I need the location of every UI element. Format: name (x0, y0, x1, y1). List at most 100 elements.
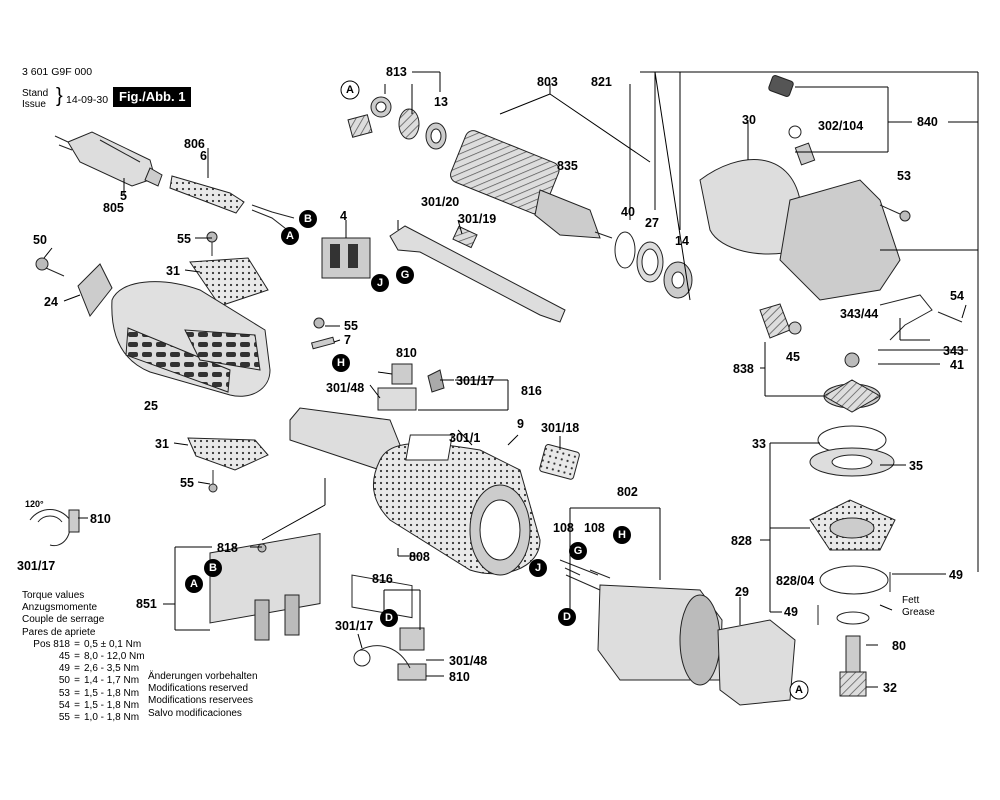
torque-row: 54=1,5 - 1,8 Nm (58, 699, 140, 711)
grease-note: Fett Grease (902, 595, 935, 618)
callout-d-bottom: D (380, 609, 398, 627)
guard-29 (717, 619, 796, 706)
torque-title-es: Pares de apriete (22, 626, 96, 638)
label-301-1: 301/1 (449, 431, 480, 445)
label-55-mid: 55 (344, 319, 358, 333)
switch-module (321, 237, 371, 279)
label-821: 821 (591, 75, 612, 89)
torque-row: Pos 818=0,5 ± 0,1 Nm (33, 638, 142, 650)
figure-label: Fig./Abb. 1 (113, 87, 192, 107)
label-80: 80 (892, 639, 906, 653)
armature-bearings (347, 96, 447, 150)
label-108-right: 108 (584, 521, 605, 535)
label-30: 30 (742, 113, 756, 127)
note-de: Änderungen vorbehalten (148, 671, 258, 682)
torque-title-fr: Couple de serrage (22, 614, 105, 626)
button-301-18 (539, 443, 580, 480)
label-851: 851 (136, 597, 157, 611)
torque-values-table: Torque values Anzugsmomente Couple de se… (22, 590, 145, 724)
label-40: 40 (621, 205, 635, 219)
svg-text:G: G (574, 545, 583, 557)
label-plate-9 (405, 434, 453, 461)
label-49-right: 49 (949, 568, 963, 582)
screw-53 (879, 204, 911, 222)
label-25: 25 (144, 399, 158, 413)
label-808: 808 (409, 550, 430, 564)
torque-row: 45=8,0 - 12,0 Nm (58, 651, 145, 663)
label-13: 13 (434, 95, 448, 109)
label-806: 806 (184, 137, 205, 151)
callout-b-module: B (204, 559, 222, 577)
flange-35 (809, 447, 895, 477)
retaining-rings-and-bearing (614, 231, 693, 299)
torque-title-de: Anzugsmomente (22, 602, 98, 614)
label-7: 7 (344, 333, 351, 347)
label-818: 818 (217, 541, 238, 555)
label-9: 9 (517, 417, 524, 431)
label-838: 838 (733, 362, 754, 376)
screw-55-top (206, 231, 218, 256)
label-45: 45 (786, 350, 800, 364)
label-810-left: 810 (90, 512, 111, 526)
side-handle-bracket (77, 263, 113, 317)
label-803: 803 (537, 75, 558, 89)
spindle-lock-top (768, 75, 816, 166)
label-29: 29 (735, 585, 749, 599)
label-301-19: 301/19 (458, 212, 496, 226)
label-301-17-left: 301/17 (17, 559, 55, 573)
stand-issue-label: Stand Issue (22, 88, 48, 110)
label-302-104: 302/104 (818, 119, 863, 133)
svg-text:H: H (337, 357, 345, 369)
callout-a-guard: A (789, 680, 809, 700)
label-54: 54 (950, 289, 964, 303)
brush-holder-bar (389, 225, 566, 323)
callout-g-right: G (569, 542, 587, 560)
note-fr: Modifications reservees (148, 695, 254, 707)
callout-h-mid: H (332, 354, 350, 372)
label-840: 840 (917, 115, 938, 129)
label-4: 4 (340, 209, 347, 223)
torque-row: 50=1,4 - 1,7 Nm (58, 675, 140, 687)
svg-text:A: A (190, 578, 198, 590)
label-802: 802 (617, 485, 638, 499)
label-108-left: 108 (553, 521, 574, 535)
label-301-48-top: 301/48 (326, 381, 364, 395)
washer-80 (836, 611, 870, 625)
label-805: 805 (103, 201, 124, 215)
label-810-bottom: 810 (449, 670, 470, 684)
label-343: 343 (943, 344, 964, 358)
svg-text:J: J (535, 562, 541, 574)
housing-cover (111, 281, 271, 397)
screw-49 (817, 572, 891, 625)
issue-label: Issue (22, 99, 46, 110)
label-816-top: 816 (521, 384, 542, 398)
label-angle: 120° (25, 499, 44, 509)
switch-cover-top (189, 257, 269, 307)
modification-notes: Änderungen vorbehalten Modifications res… (148, 671, 258, 720)
grease-label-en: Grease (902, 606, 935, 618)
bevel-gear (822, 352, 882, 413)
switch-cover-bottom (187, 437, 269, 471)
label-27: 27 (645, 216, 659, 230)
label-828-04: 828/04 (776, 574, 814, 588)
label-32: 32 (883, 681, 897, 695)
bearing-flange-828 (809, 499, 896, 551)
label-33: 33 (752, 437, 766, 451)
stand-date: 14-09-30 (66, 94, 109, 106)
armature (450, 130, 613, 239)
brush-holder-bottom (353, 627, 427, 681)
spring-icon-810 (29, 509, 80, 547)
svg-text:D: D (563, 611, 571, 623)
callout-a-top: A (340, 80, 360, 100)
label-343-44: 343/44 (840, 307, 878, 321)
stand-brace: } (56, 85, 63, 107)
note-es: Salvo modificaciones (148, 707, 242, 719)
torque-row: 49=2,6 - 3,5 Nm (58, 663, 140, 675)
field-winding (559, 559, 723, 686)
wires-802 (564, 567, 611, 579)
connector-callouts: A B A G J H B A D H G J D A (185, 80, 809, 700)
grease-label-de: Fett (902, 595, 920, 606)
label-41: 41 (950, 358, 964, 372)
spindle-32 (839, 635, 867, 697)
